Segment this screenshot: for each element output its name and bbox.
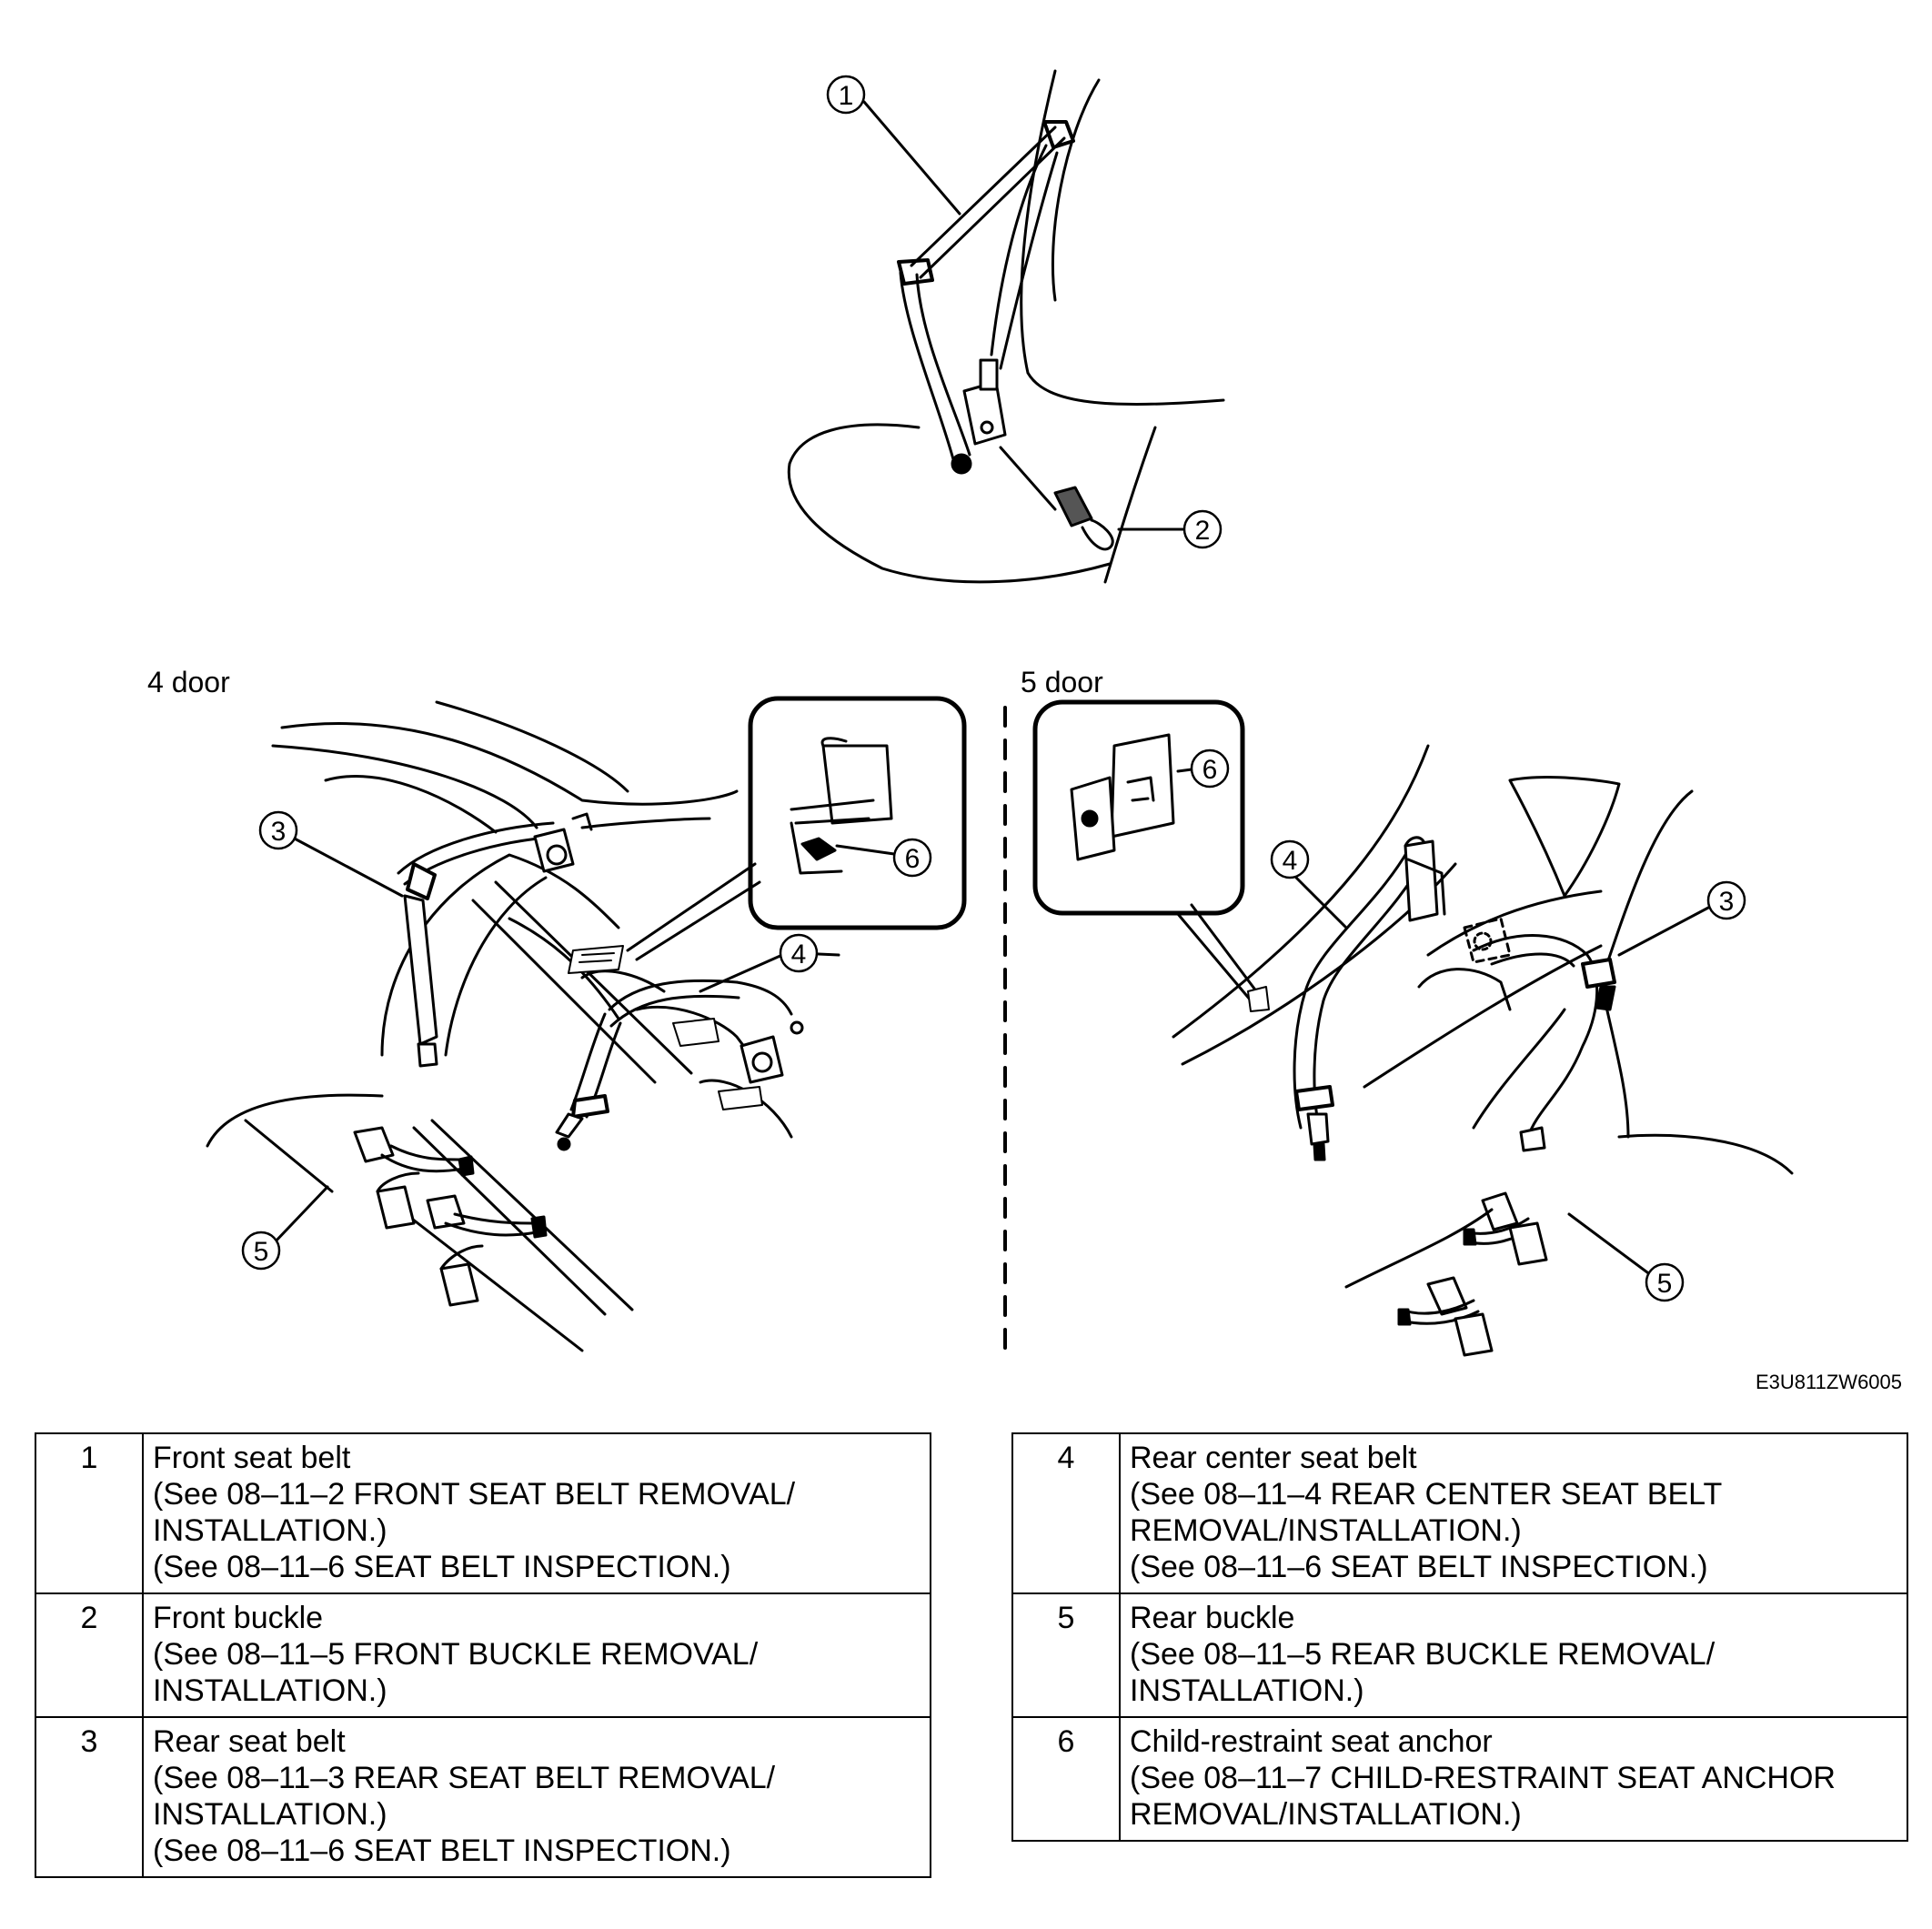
legend-item-reference: REMOVAL/INSTALLATION.) [1130, 1513, 1522, 1548]
callout-5-label: 5 [254, 1237, 269, 1267]
legend-item-reference: (See 08–11–6 SEAT BELT INSPECTION.) [1130, 1550, 1708, 1584]
legend-item-name: Rear buckle [1130, 1601, 1295, 1635]
legend-item-reference: (See 08–11–4 REAR CENTER SEAT BELT [1130, 1477, 1723, 1512]
legend-item-description: Rear seat belt(See 08–11–3 REAR SEAT BEL… [142, 1716, 931, 1878]
legend-item-reference: (See 08–11–5 REAR BUCKLE REMOVAL/ [1130, 1637, 1716, 1672]
callout-5-four-door: 5 [241, 1231, 281, 1271]
callout-3-five-door: 3 [1706, 880, 1746, 920]
legend-item-number: 4 [1011, 1432, 1121, 1594]
four-door-illustration [206, 696, 967, 1352]
callout-3-label: 3 [271, 817, 287, 847]
legend-item-number: 1 [35, 1432, 144, 1594]
legend-item-description: Front seat belt(See 08–11–2 FRONT SEAT B… [142, 1432, 931, 1594]
figure-code: E3U811ZW6005 [1756, 1371, 1903, 1393]
legend-item-reference: (See 08–11–6 SEAT BELT INSPECTION.) [153, 1550, 731, 1584]
callout-1-label: 1 [839, 81, 854, 111]
front-seat-illustration [787, 69, 1225, 584]
legend-item-name: Child-restraint seat anchor [1130, 1724, 1493, 1759]
legend-item-reference: REMOVAL/INSTALLATION.) [1130, 1797, 1522, 1832]
legend-item-reference: (See 08–11–7 CHILD-RESTRAINT SEAT ANCHOR [1130, 1761, 1836, 1795]
legend-item-description: Child-restraint seat anchor(See 08–11–7 … [1119, 1716, 1908, 1842]
callout-4-five-door: 4 [1270, 839, 1310, 879]
legend-item-name: Rear seat belt [153, 1724, 346, 1759]
legend-item-description: Rear center seat belt(See 08–11–4 REAR C… [1119, 1432, 1908, 1594]
seat-belt-diagram: 1 2 3 4 5 6 6 4 [206, 69, 1794, 1361]
legend-item-number: 2 [35, 1592, 144, 1718]
legend-item-name: Front seat belt [153, 1441, 351, 1475]
callout-2: 2 [1182, 509, 1223, 549]
legend-item-description: Front buckle(See 08–11–5 FRONT BUCKLE RE… [142, 1592, 931, 1718]
callout-6-label: 6 [905, 844, 921, 874]
callout-3-label-b: 3 [1719, 887, 1735, 917]
four-door-label: 4 door [147, 666, 230, 698]
callout-6-five-door-inset: 6 [1190, 748, 1230, 789]
legend-item-reference: (See 08–11–2 FRONT SEAT BELT REMOVAL/ [153, 1477, 796, 1512]
callout-1: 1 [826, 75, 866, 115]
callout-5-five-door: 5 [1645, 1262, 1685, 1302]
callout-6-four-door-inset: 6 [892, 838, 932, 878]
legend-item-number: 5 [1011, 1592, 1121, 1718]
callout-4-label: 4 [791, 939, 807, 970]
legend-item-number: 6 [1011, 1716, 1121, 1842]
legend-item-reference: (See 08–11–5 FRONT BUCKLE REMOVAL/ [153, 1637, 759, 1672]
callout-4-four-door: 4 [779, 933, 819, 973]
legend-item-reference: INSTALLATION.) [1130, 1673, 1364, 1708]
callout-4-label-b: 4 [1283, 846, 1298, 876]
legend-item-reference: INSTALLATION.) [153, 1673, 387, 1708]
legend-item-reference: INSTALLATION.) [153, 1797, 387, 1832]
legend-item-description: Rear buckle(See 08–11–5 REAR BUCKLE REMO… [1119, 1592, 1908, 1718]
callout-3-four-door: 3 [258, 810, 298, 850]
legend-item-reference: (See 08–11–3 REAR SEAT BELT REMOVAL/ [153, 1761, 776, 1795]
five-door-label: 5 door [1021, 666, 1103, 698]
callout-6-label-b: 6 [1202, 755, 1218, 785]
legend-item-name: Rear center seat belt [1130, 1441, 1417, 1475]
legend-item-name: Front buckle [153, 1601, 324, 1635]
five-door-illustration [1032, 699, 1794, 1357]
legend-item-reference: INSTALLATION.) [153, 1513, 387, 1548]
legend-item-reference: (See 08–11–6 SEAT BELT INSPECTION.) [153, 1834, 731, 1868]
callout-5-label-b: 5 [1657, 1269, 1673, 1299]
legend-item-number: 3 [35, 1716, 144, 1878]
callout-2-label: 2 [1195, 516, 1211, 546]
